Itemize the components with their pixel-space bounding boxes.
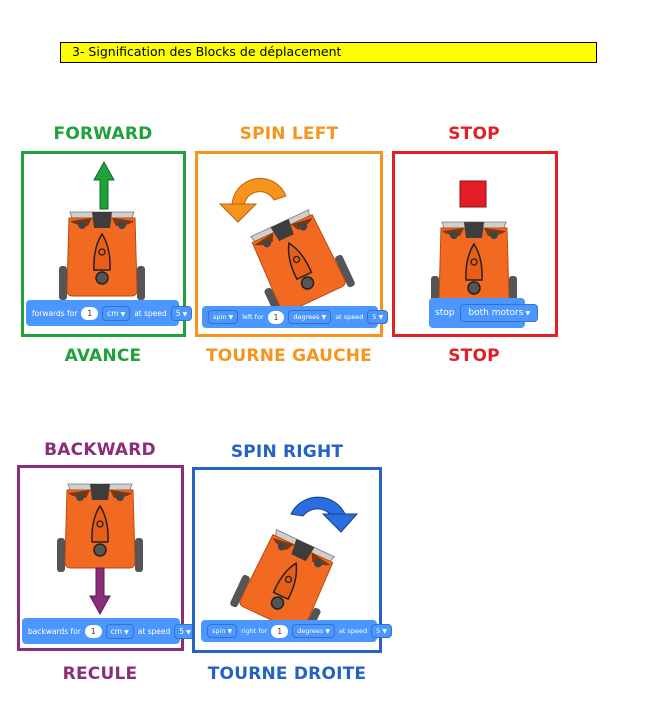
robot-icon [430,221,518,311]
spin-right-panel: spin▼ right for 1 degrees▼ at speed 5▼ [192,467,392,653]
spin-left-title: SPIN LEFT [239,124,339,144]
counterclockwise-arrow-icon [218,177,287,223]
forwards-speed-dropdown[interactable]: 5▼ [170,305,193,321]
spin-left-panel: spin▼ left for 1 degrees▼ at speed 5▼ [195,151,389,337]
spin-right-mode-dropdown[interactable]: spin▼ [207,624,238,638]
spin-left-speed-label: at speed [335,313,364,321]
spin-left-subtitle: TOURNE GAUCHE [205,346,372,366]
chevron-down-icon: ▼ [228,314,234,321]
forward-title: FORWARD [53,124,153,144]
chevron-down-icon: ▼ [120,310,126,318]
backward-panel: backwards for 1 cm▼ at speed 5▼ [17,465,196,651]
down-arrow-icon [89,567,111,616]
spin-left-speed-dropdown[interactable]: 5▼ [367,310,389,324]
chevron-down-icon: ▼ [186,628,191,636]
spin-right-subtitle: TOURNE DROITE [207,664,367,684]
chevron-down-icon: ▼ [227,628,233,635]
spin-right-unit-dropdown[interactable]: degrees▼ [292,624,335,638]
stop-panel: stop both motors▼ [392,151,558,337]
backward-title: BACKWARD [44,440,156,460]
spin-left-direction-label: left for [242,313,264,321]
chevron-down-icon: ▼ [525,310,531,317]
chevron-down-icon: ▼ [321,314,327,321]
spin-right-angle-input[interactable]: 1 [271,624,289,638]
stop-subtitle: STOP [448,346,500,366]
stop-square-icon [459,180,487,208]
forwards-distance-input[interactable]: 1 [81,306,99,320]
spin-left-block[interactable]: spin▼ left for 1 degrees▼ at speed 5▼ [202,306,389,328]
up-arrow-icon [93,160,115,210]
stop-block-label: stop [435,308,455,318]
spin-left-mode-dropdown[interactable]: spin▼ [208,310,239,324]
forward-panel: forwards for 1 cm▼ at speed 5▼ [21,151,193,337]
spin-left-angle-input[interactable]: 1 [267,310,285,324]
backwards-distance-input[interactable]: 1 [84,624,102,638]
clockwise-arrow-icon [290,496,359,533]
spin-right-speed-dropdown[interactable]: 5▼ [371,624,392,638]
chevron-down-icon: ▼ [182,310,188,318]
chevron-down-icon: ▼ [325,628,330,635]
forwards-block[interactable]: forwards for 1 cm▼ at speed 5▼ [26,300,193,326]
backwards-speed-label: at speed [137,626,171,636]
backward-illustration [56,483,144,616]
forwards-unit-dropdown[interactable]: cm▼ [102,305,131,321]
chevron-down-icon: ▼ [382,628,387,635]
section-banner: 3- Signification des Blocks de déplaceme… [60,42,597,63]
spin-left-illustration [218,177,357,322]
stop-title: STOP [448,124,500,144]
backwards-block[interactable]: backwards for 1 cm▼ at speed 5▼ [22,618,196,644]
forwards-block-label: forwards for [32,308,78,318]
spin-right-title: SPIN RIGHT [230,442,344,462]
spin-right-block[interactable]: spin▼ right for 1 degrees▼ at speed 5▼ [201,620,392,642]
forwards-speed-label: at speed [134,308,167,318]
backwards-block-label: backwards for [28,626,81,636]
robot-icon [56,483,144,573]
chevron-down-icon: ▼ [378,314,384,321]
spin-left-unit-dropdown[interactable]: degrees▼ [288,310,332,324]
spin-right-direction-label: right for [241,627,268,635]
chevron-down-icon: ▼ [124,628,129,636]
robot-icon [239,204,357,322]
spin-right-illustration [228,496,359,642]
backward-subtitle: RECULE [62,664,138,684]
spin-right-speed-label: at speed [338,627,368,635]
backwards-unit-dropdown[interactable]: cm▼ [105,623,134,639]
forward-subtitle: AVANCE [64,346,142,366]
forward-illustration [58,160,146,301]
stop-block[interactable]: stop both motors▼ [429,298,539,328]
robot-icon [58,211,146,301]
stop-illustration [430,180,518,311]
stop-target-dropdown[interactable]: both motors▼ [460,304,539,322]
